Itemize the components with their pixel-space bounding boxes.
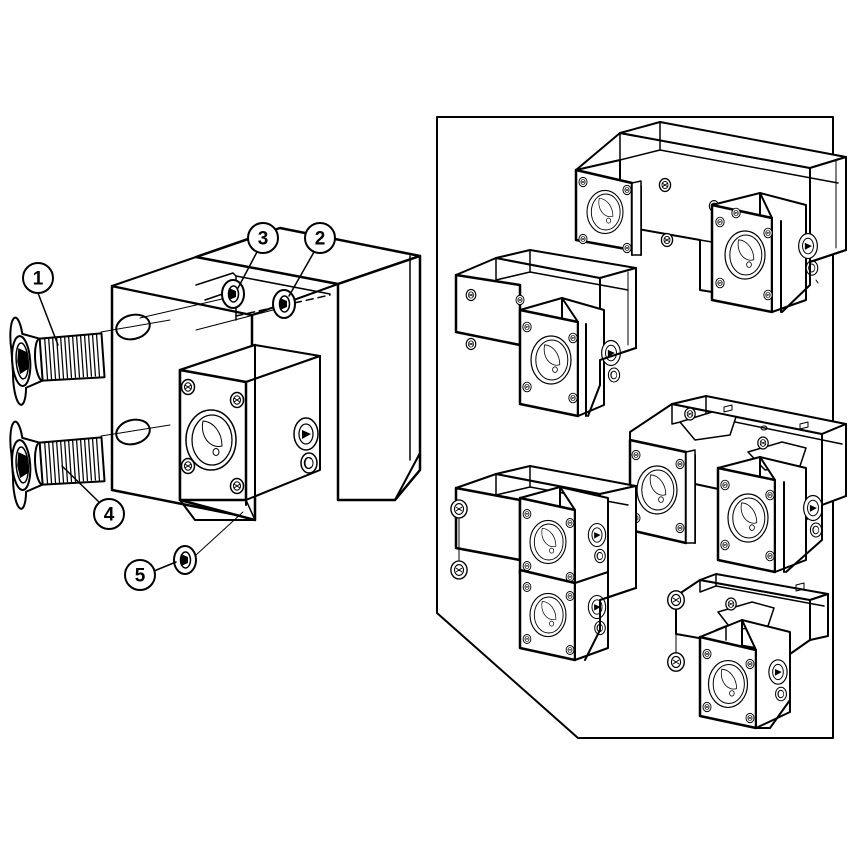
washer-upper-right [272,289,296,319]
washer-lower [173,545,197,575]
exploded-assembly-left: 1 3 2 4 5 [7,222,422,591]
callout-1[interactable]: 1 [22,262,59,346]
config-view-middle-left [454,249,637,418]
config-view-middle-right [628,395,847,574]
socket-head-cap-screw-upper [7,310,108,407]
callout-3-label: 3 [258,229,269,250]
callout-4-label: 4 [104,505,115,526]
callout-1-label: 1 [33,269,44,290]
config-view-bottom-left [450,465,637,662]
callout-3[interactable]: 3 [237,222,279,289]
callout-2[interactable]: 2 [288,222,336,297]
assembly-configuration-panel [436,116,847,739]
callout-group: 1 3 2 4 5 [22,222,336,591]
assembly-centerline [100,319,171,437]
callout-5-label: 5 [135,566,146,587]
main-housing-block [110,226,422,522]
callout-4[interactable]: 4 [61,465,125,530]
config-view-top-right [574,121,847,314]
config-view-bottom-right [667,573,829,730]
callout-5[interactable]: 5 [124,559,177,591]
callout-2-label: 2 [315,229,326,250]
washer-centerline [139,298,274,556]
panel-border [436,116,834,739]
